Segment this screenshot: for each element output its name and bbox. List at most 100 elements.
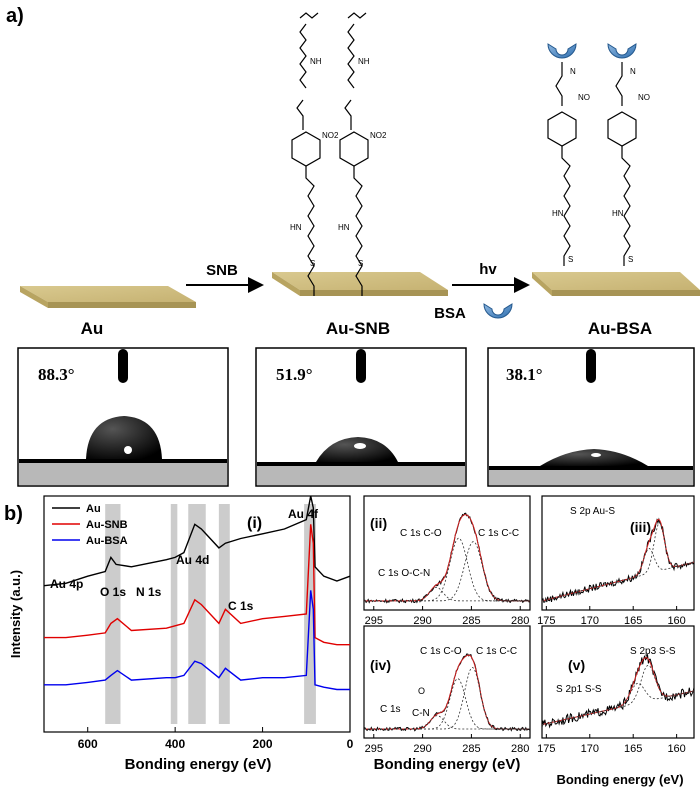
bsa-molecule-1 [547,43,577,266]
annotation-c1s-c-c: C 1s C-C [478,528,519,539]
fit-component-line [541,548,695,602]
plot-frame [43,495,351,733]
peak-region-band [218,504,230,724]
annotation-s2p1-s-s: S 2p1 S-S [556,684,602,695]
n-label: N [570,67,576,76]
nh-label: NH [310,57,322,66]
contact-angle-au: 88.3° [38,365,75,384]
bsa-molecule-2 [607,43,637,266]
annotation-c1s-o-c-n: C 1s O-C-N [378,568,430,579]
panel-iii-label: (iii) [630,519,651,535]
hn-label: HN [290,223,302,232]
peak-region-band [170,504,178,724]
fit-envelope-line [541,518,695,602]
snb-molecule-1 [291,12,321,296]
series-line-au [43,495,351,587]
x-tick-label: 400 [165,737,185,751]
x-tick-label: 200 [253,737,273,751]
contact-angle-photo-au-bsa: 38.1° [487,347,695,487]
substrate-au-bsa [532,272,700,296]
x-tick-label: 165 [624,615,642,627]
series-line-au-snb [44,524,350,646]
no-label: NO [638,93,650,102]
annotation-s2p3-s-s: S 2p3 S-S [630,646,676,657]
xps-survey-chart: 600 400 200 0 Intensity (a.u.) Bonding ener… [8,495,354,773]
fit-component-line [364,667,530,730]
annotation-c1s-bsa: C 1s [380,704,401,715]
legend: Au Au-SNB Au-BSA [52,503,128,547]
panel-i-label: (i) [247,515,262,532]
xps-s2p-bsa-chart: 175 170 165 160 (v) S 2p3 S-S S 2p1 S-S Bon… [537,625,695,787]
x-tick-label: 600 [78,737,98,751]
substrate-au [20,286,196,308]
bsa-protein-icon [483,303,513,319]
s-label: S [310,259,315,268]
n-label: N [630,67,636,76]
annotation-c1s-c-c-bsa: C 1s C-C [476,646,517,657]
contact-angle-au-snb: 51.9° [276,365,313,384]
x-tick-label: 175 [537,743,555,755]
x-tick-label: 170 [581,743,599,755]
peak-region-band [105,504,121,724]
x-tick-label: 165 [624,743,642,755]
raw-spectrum-line [363,512,531,604]
panel-v-label: (v) [568,657,585,673]
x-axis-label-iv: Bonding energy (eV) [374,756,521,773]
label-au: Au [81,319,104,338]
annotation-c1s-c-o: C 1s C-O [400,528,442,539]
x-tick-label: 285 [462,615,480,627]
s-label: S [358,259,363,268]
x-tick-label: 170 [581,615,599,627]
snb-molecule-2 [339,12,369,296]
xps-c1s-snb-chart: 295 290 285 280 (ii) C 1s C-O C 1s C-C C 1s… [363,495,531,627]
panel-ii-label: (ii) [370,515,387,531]
label-bsa-reagent: BSA [434,305,466,322]
x-tick-label: 280 [511,615,529,627]
panel-iv-label: (iv) [370,657,391,673]
annotation-c-1s: C 1s [228,599,254,613]
legend-label-au-bsa: Au-BSA [86,535,128,547]
fit-component-line [364,715,530,730]
x-tick-label: 285 [462,743,480,755]
x-tick-label: 290 [413,615,431,627]
x-tick-label: 290 [413,743,431,755]
annotation-c1s-c-o-bsa: C 1s C-O [420,646,462,657]
label-au-snb: Au-SNB [326,319,390,338]
x-tick-label: 160 [667,743,685,755]
s-label: S [568,255,573,264]
fit-component-line [541,682,695,725]
hn-label: HN [612,209,624,218]
nh-label: NH [358,57,370,66]
raw-spectrum-line [541,517,695,603]
x-tick-label: 280 [511,743,529,755]
annotation-au-4p: Au 4p [50,577,83,591]
hn-label: HN [338,223,350,232]
panel-a-label: a) [6,5,24,27]
s-label: S [628,255,633,264]
label-au-bsa: Au-BSA [588,319,652,338]
annotation-n-1s: N 1s [136,585,162,599]
x-tick-label: 160 [667,615,685,627]
hn-label: HN [552,209,564,218]
peak-region-band [188,504,206,724]
annotation-o-1s: O 1s [100,585,126,599]
annotation-au-4f: Au 4f [288,507,319,521]
annotation-s2p-au-s: S 2p Au-S [570,506,615,517]
series-line-au-bsa [44,590,350,691]
no-label: NO [578,93,590,102]
substrate-au-snb [272,272,448,296]
x-axis-label: Bonding energy (eV) [125,756,272,773]
y-axis-label: Intensity (a.u.) [8,570,23,658]
x-tick-label: 175 [537,615,555,627]
no2-label: NO2 [370,131,387,140]
fit-component-line [364,586,530,602]
x-axis-label-v: Bonding energy (eV) [556,772,683,787]
x-tick-label: 295 [365,743,383,755]
x-tick-label: 0 [347,737,354,751]
x-tick-label: 295 [365,615,383,627]
annotation-o-bsa: O [418,686,425,696]
label-snb-reagent: SNB [206,262,238,279]
contact-angle-photo-au: 88.3° [17,347,229,487]
annotation-c-n-bsa: C-N [412,708,430,719]
